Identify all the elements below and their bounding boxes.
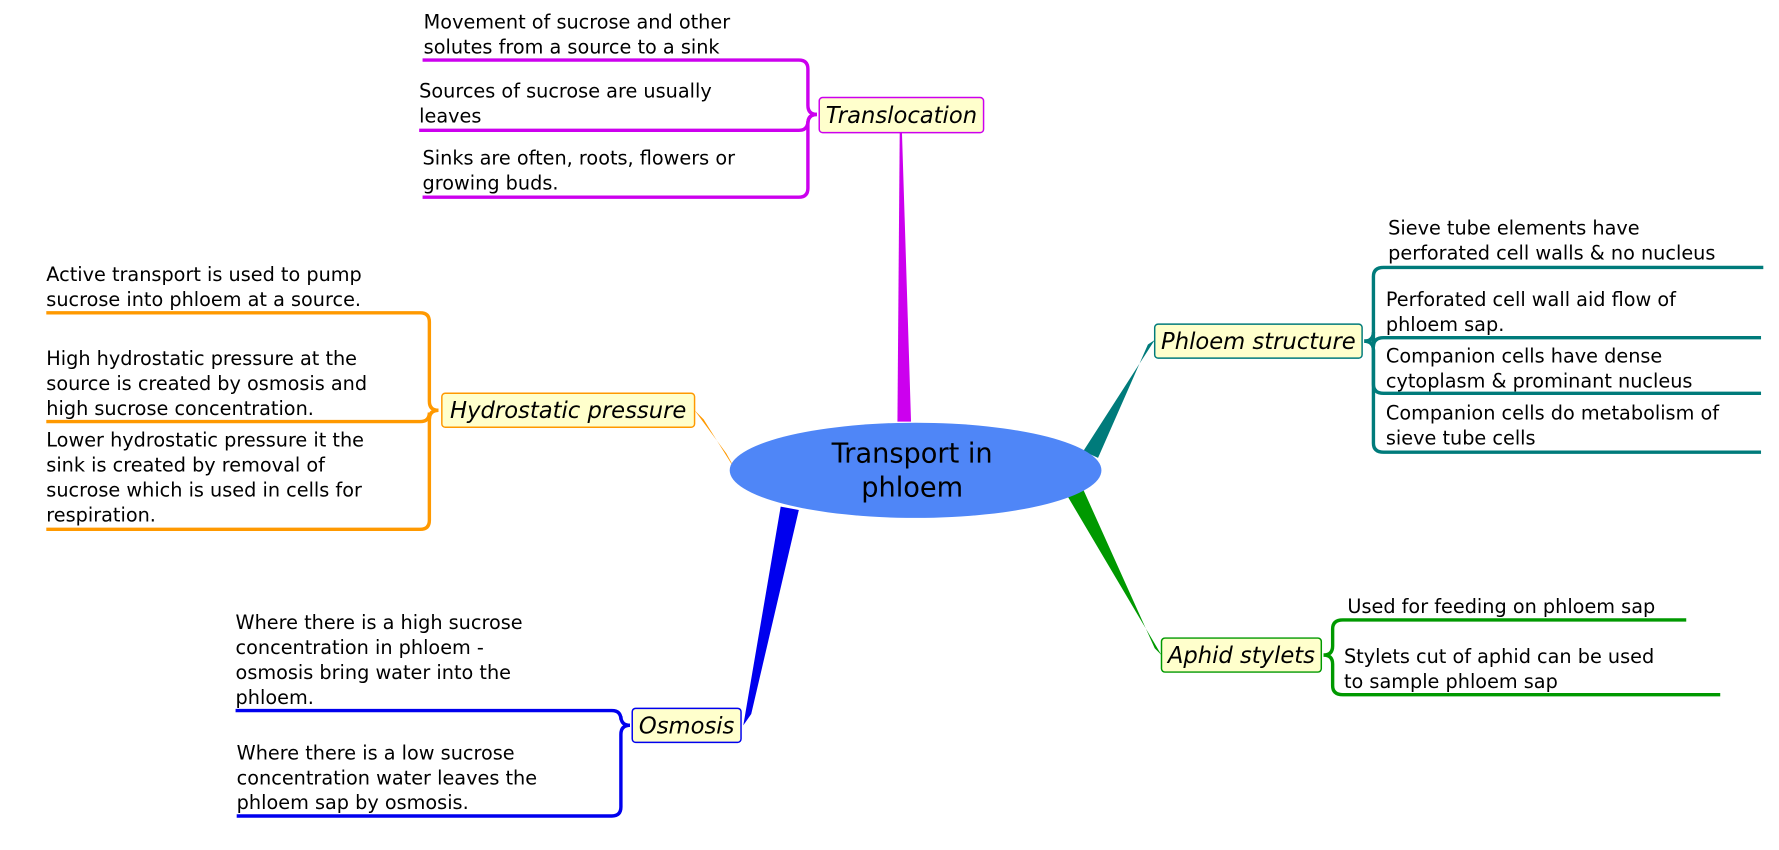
text-line: cytoplasm & prominant nucleus [1386, 370, 1693, 393]
text-line: Stylets cut of aphid can be used [1344, 645, 1654, 668]
text-line: high sucrose concentration. [46, 397, 314, 420]
topic-node-phloem-structure[interactable]: Phloem structure [1153, 323, 1363, 359]
text-line: osmosis bring water into the [236, 661, 511, 684]
central-ellipse [729, 422, 1102, 518]
subtopic-connector [422, 112, 818, 199]
subtopic-connector [1323, 618, 1687, 657]
topic-label: Translocation [826, 103, 977, 129]
topic-node-hydrostatic-pressure[interactable]: Hydrostatic pressure [441, 392, 696, 429]
text-line: sieve tube cells [1386, 426, 1536, 449]
topic-label: Osmosis [639, 713, 735, 739]
subtopic-connector [1364, 339, 1762, 454]
topic-box [441, 392, 696, 429]
topic-box [1153, 323, 1363, 359]
branch-connector [1066, 489, 1162, 656]
topic-node-translocation[interactable]: Translocation [818, 96, 985, 134]
text-line: leaves [419, 104, 481, 127]
text-line: phloem sap by osmosis. [237, 791, 469, 814]
text-line: sink is created by removal of [46, 453, 326, 476]
topic-box [1160, 637, 1323, 673]
subtopic-text: Used for feeding on phloem sap [1347, 595, 1655, 618]
branch-connector [1083, 340, 1155, 458]
text-line: High hydrostatic pressure at the [46, 347, 357, 370]
text-line: Active transport is used to pump [46, 263, 361, 286]
subtopic-connector [235, 708, 631, 728]
text-line: Where there is a low sucrose [237, 741, 515, 764]
text-line: Perforated cell wall aid flow of [1386, 288, 1677, 311]
text-line: concentration in phloem - [236, 636, 484, 659]
text-line: Companion cells have dense [1386, 345, 1662, 368]
text-line: Companion cells do metabolism of [1386, 401, 1720, 424]
subtopic-connector [236, 723, 631, 818]
topic-label: Hydrostatic pressure [450, 398, 686, 424]
text-line: Used for feeding on phloem sap [1347, 595, 1655, 618]
topic-node-aphid-stylets[interactable]: Aphid stylets [1160, 637, 1323, 673]
text-line: solutes from a source to a sink [424, 35, 721, 58]
subtopic-connector [46, 311, 439, 412]
text-line: phloem. [236, 686, 314, 709]
text-line: growing buds. [423, 171, 559, 194]
branch-connector [743, 506, 799, 726]
topic-label: Aphid stylets [1166, 643, 1315, 669]
text-line: perforated cell walls & no nucleus [1388, 242, 1715, 265]
text-line: to sample phloem sap [1344, 670, 1558, 693]
branch-connector [897, 132, 912, 422]
text-line: concentration water leaves the [237, 766, 537, 789]
topic-label: Phloem structure [1161, 329, 1356, 355]
text-line: Movement of sucrose and other [424, 10, 731, 33]
subtopic-connector [422, 58, 818, 117]
subtopic-connector [46, 408, 439, 531]
subtopic-connector [1323, 653, 1721, 697]
text-line: sucrose which is used in cells for [46, 478, 362, 501]
text-line: Where there is a high sucrose [236, 611, 523, 634]
text-line: respiration. [46, 503, 156, 526]
text-line: phloem sap. [1386, 313, 1504, 336]
text-line: source is created by osmosis and [46, 372, 367, 395]
central-line: phloem [861, 472, 963, 503]
text-line: Sources of sucrose are usually [419, 79, 712, 102]
text-line: Lower hydrostatic pressure it the [46, 429, 364, 452]
text-line: Sinks are often, roots, flowers or [423, 146, 736, 169]
topic-node-osmosis[interactable]: Osmosis [631, 707, 742, 744]
text-line: Sieve tube elements have [1388, 217, 1639, 240]
branch-connector [694, 410, 738, 474]
subtopic-node[interactable]: Used for feeding on phloem sap [1323, 595, 1687, 657]
central-line: Transport in [831, 438, 993, 469]
topic-box [631, 707, 742, 744]
text-line: sucrose into phloem at a source. [46, 288, 361, 311]
topic-box [818, 96, 985, 134]
